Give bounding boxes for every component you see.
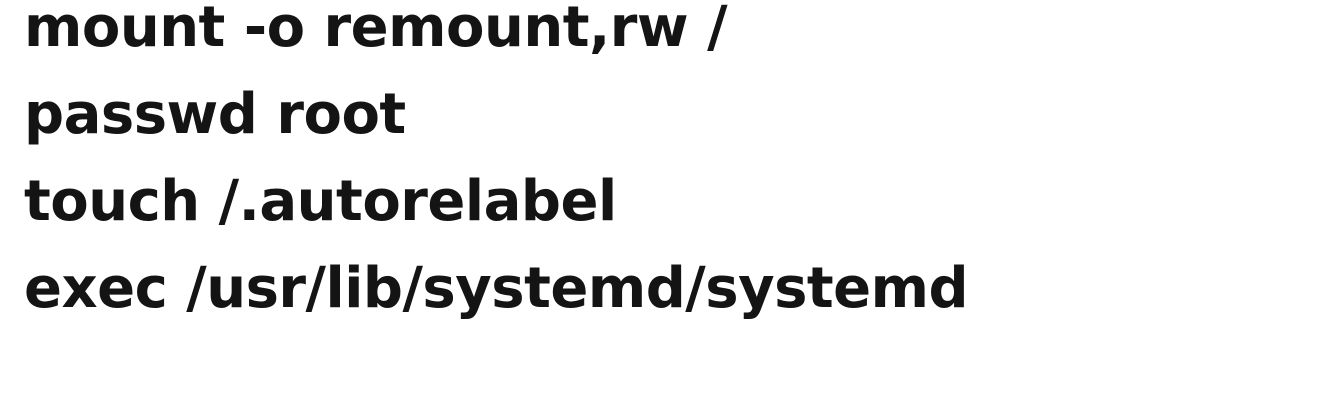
command-line-exec: exec /usr/lib/systemd/systemd bbox=[24, 256, 969, 321]
command-list: mount -o remount,rw / passwd root touch … bbox=[24, 0, 969, 332]
command-line-touch: touch /.autorelabel bbox=[24, 169, 617, 234]
command-line-passwd: passwd root bbox=[24, 82, 406, 147]
command-line-mount: mount -o remount,rw / bbox=[24, 0, 728, 60]
